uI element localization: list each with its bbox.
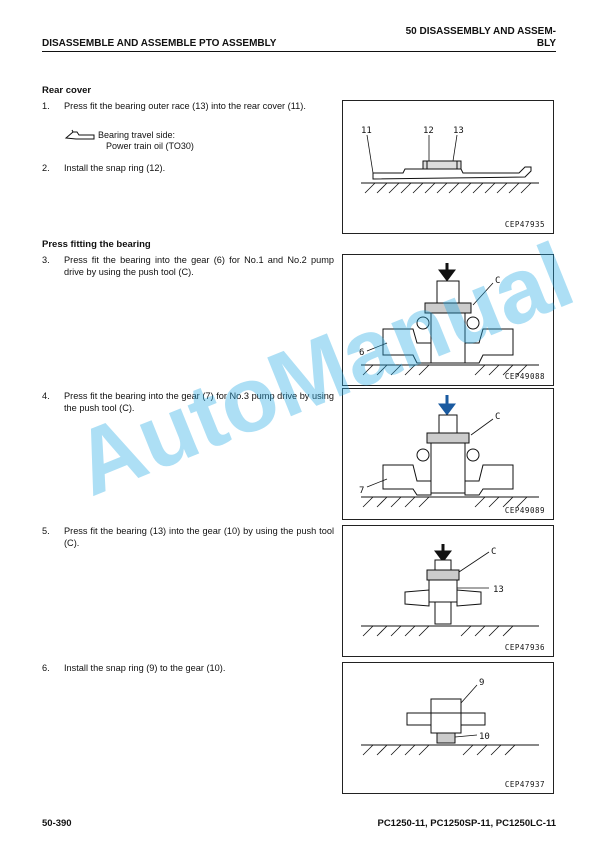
step-6-number: 6. (42, 663, 50, 673)
step-5-number: 5. (42, 526, 50, 536)
section-title-line1: 50 DISASSEMBLY AND ASSEM- (405, 26, 556, 37)
press-fitting-heading: Press fitting the bearing (42, 239, 151, 250)
figure-gear-6: C 6 CEP49088 (342, 254, 554, 386)
figure-code: CEP49088 (504, 372, 545, 381)
step-4-text: Press fit the bearing into the gear (7) … (64, 391, 334, 413)
page-number: 50-390 (42, 818, 72, 829)
lubricant-note: Bearing travel side: Power train oil (TO… (64, 129, 194, 152)
step-2: 2. Install the snap ring (12). (42, 162, 334, 174)
snap-ring-drawing: 9 10 (361, 678, 539, 756)
figure-gear-10-bearing: C 13 CEP47936 (342, 525, 554, 657)
step-1-text: Press fit the bearing outer race (13) in… (64, 101, 306, 111)
fig3-label-7: 7 (359, 486, 364, 496)
step-5-text: Press fit the bearing (13) into the gear… (64, 526, 334, 548)
fig2-label-6: 6 (359, 348, 364, 358)
fig2-label-c: C (495, 276, 500, 286)
section-title-line2: BLY (536, 38, 556, 49)
figure-code: CEP49089 (504, 506, 545, 515)
step-1: 1. Press fit the bearing outer race (13)… (42, 100, 334, 112)
note-line-2: Power train oil (TO30) (106, 141, 194, 151)
step-2-number: 2. (42, 163, 50, 173)
figure-code: CEP47935 (504, 220, 545, 229)
step-2-text: Install the snap ring (12). (64, 163, 166, 173)
fig1-label-12: 12 (423, 126, 434, 136)
step-3-text: Press fit the bearing into the gear (6) … (64, 255, 334, 277)
step-6: 6. Install the snap ring (9) to the gear… (42, 662, 334, 674)
gear-7-drawing: C 7 (359, 395, 539, 508)
gear-10-bearing-drawing: C 13 (361, 544, 539, 637)
fig4-label-c: C (491, 547, 496, 557)
step-1-number: 1. (42, 101, 50, 111)
fig4-label-13: 13 (493, 585, 504, 595)
fig3-label-c: C (495, 412, 500, 422)
step-3: 3. Press fit the bearing into the gear (… (42, 254, 334, 278)
step-4: 4. Press fit the bearing into the gear (… (42, 390, 334, 414)
rear-cover-heading: Rear cover (42, 85, 92, 96)
gear-6-drawing: C 6 (359, 263, 539, 376)
step-6-text: Install the snap ring (9) to the gear (1… (64, 663, 226, 673)
page-title: DISASSEMBLE AND ASSEMBLE PTO ASSEMBLY (42, 38, 277, 49)
note-line-1: Bearing travel side: (98, 130, 176, 140)
fig5-label-10: 10 (479, 732, 490, 742)
header-divider (42, 51, 556, 52)
oil-can-icon (64, 129, 95, 140)
model-list: PC1250-11, PC1250SP-11, PC1250LC-11 (377, 818, 556, 829)
step-5: 5. Press fit the bearing (13) into the g… (42, 525, 334, 549)
rear-cover-drawing: 11 12 13 (361, 126, 539, 194)
figure-rear-cover: 11 12 13 CEP47935 (342, 100, 554, 234)
step-3-number: 3. (42, 255, 50, 265)
figure-code: CEP47936 (504, 643, 545, 652)
fig1-label-13: 13 (453, 126, 464, 136)
fig5-label-9: 9 (479, 678, 484, 688)
fig1-label-11: 11 (361, 126, 372, 136)
figure-gear-7: C 7 CEP49089 (342, 388, 554, 520)
figure-code: CEP47937 (504, 780, 545, 789)
step-4-number: 4. (42, 391, 50, 401)
figure-snap-ring: 9 10 CEP47937 (342, 662, 554, 794)
section-title-right: 50 DISASSEMBLY AND ASSEM- BLY (376, 26, 556, 50)
